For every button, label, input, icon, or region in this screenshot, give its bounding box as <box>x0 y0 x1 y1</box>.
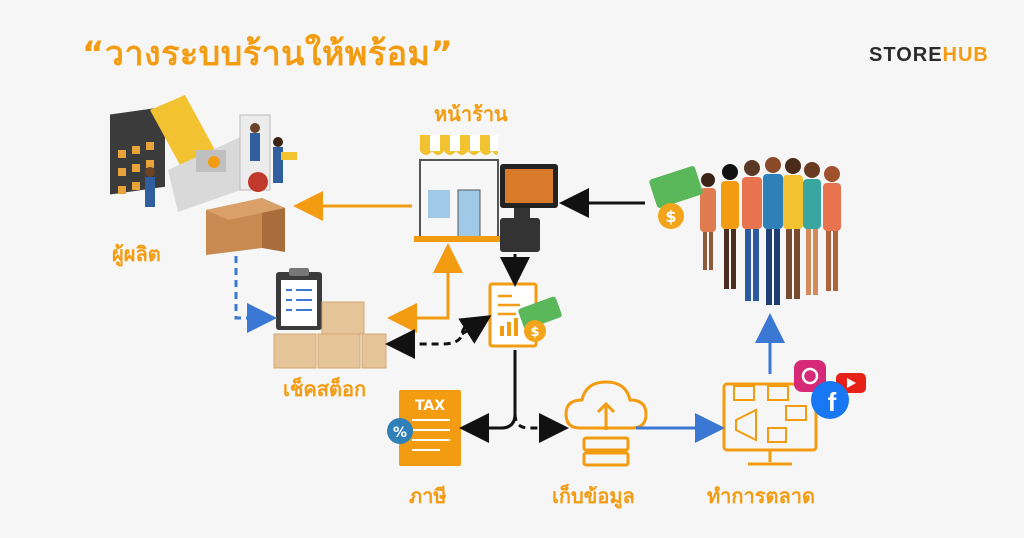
label-marketing: ทำการตลาด <box>707 484 815 508</box>
brand-logo-part1: STORE <box>869 44 943 66</box>
label-tax: ภาษี <box>409 484 447 508</box>
arrow-stock-to-receipt <box>458 315 492 344</box>
customers-icon: $ <box>649 157 841 305</box>
brand-logo-part2: HUB <box>942 44 989 66</box>
dollar-coin-label: $ <box>665 207 676 226</box>
label-storefront: หน้าร้าน <box>434 102 508 126</box>
dollar-coin-label-2: $ <box>530 325 539 340</box>
label-stock-check: เช็คสต็อก <box>283 377 367 401</box>
label-data-storage: เก็บข้อมูล <box>552 484 635 508</box>
instagram-icon <box>794 360 826 392</box>
arrow-receipt-to-storage <box>513 413 569 443</box>
facebook-icon: f <box>811 381 849 419</box>
arrow-receipt-to-stock <box>385 318 489 359</box>
arrow-receipt-to-tax <box>459 350 517 443</box>
brand-logo: STOREHUB <box>869 44 989 67</box>
arrow-stock-to-storefront <box>392 243 463 320</box>
percent-badge: % <box>393 425 407 441</box>
facebook-letter: f <box>828 387 837 417</box>
cloud-storage-icon <box>564 380 648 467</box>
marketing-monitor-icon <box>722 382 818 466</box>
tax-document-icon: TAX % <box>387 390 461 466</box>
arrow-producer-to-stock <box>234 256 277 333</box>
tax-label: TAX <box>415 398 445 414</box>
factory-icon <box>110 95 297 255</box>
stock-check-icon <box>273 268 387 369</box>
label-producer: ผู้ผลิต <box>112 242 161 266</box>
page-title: “วางระบบร้านให้พร้อม” <box>82 34 454 74</box>
storefront-icon <box>414 135 558 252</box>
receipt-icon: $ <box>488 282 562 348</box>
